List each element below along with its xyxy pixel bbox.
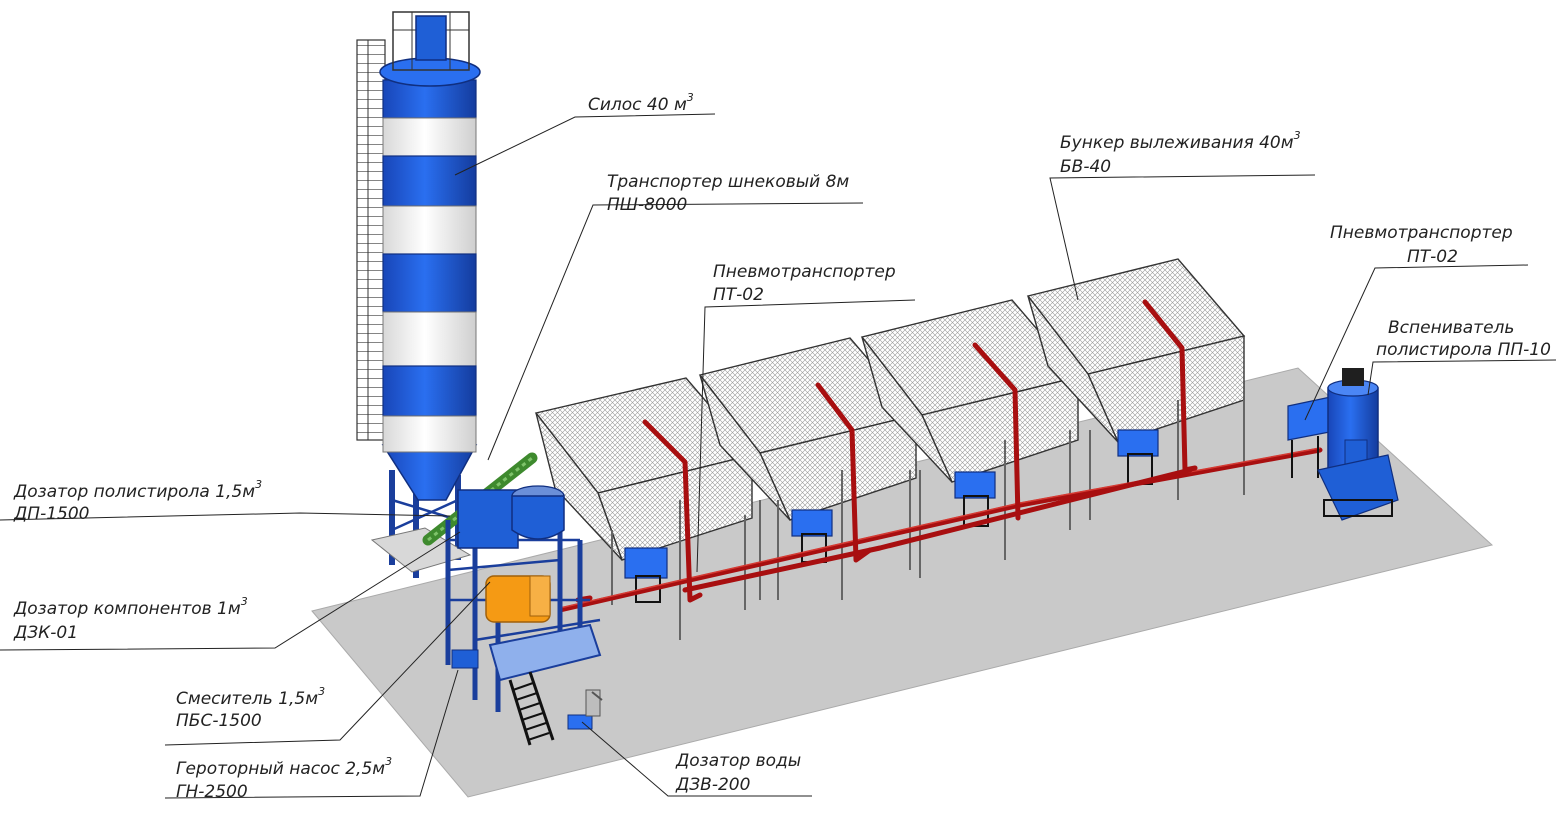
- label-auger-2: ПШ-8000: [607, 195, 687, 215]
- component-doser: [457, 489, 519, 549]
- bunker-3: [860, 299, 1080, 578]
- label-pump-2: ГН-2500: [176, 782, 248, 802]
- label-doser-ps-1: Дозатор полистирола 1,5м3: [13, 478, 262, 502]
- bunker-1-feeder: [624, 547, 668, 603]
- silo: [356, 11, 481, 578]
- label-pneumo-mid-2: ПТ-02: [713, 285, 764, 305]
- label-mixer-2: ПБС-1500: [176, 711, 262, 731]
- bunker-2: [698, 337, 918, 600]
- label-water-1: Дозатор воды: [675, 751, 801, 771]
- label-doser-comp-1: Дозатор компонентов 1м3: [13, 595, 248, 619]
- silo-top: [379, 57, 481, 87]
- mixing-station: [445, 485, 602, 746]
- label-pneumo-right-2: ПТ-02: [1407, 247, 1458, 267]
- label-foamer-1: Вспениватель: [1388, 318, 1514, 338]
- label-bunker-2: БВ-40: [1060, 157, 1111, 177]
- label-silo: Силос 40 м3: [588, 91, 694, 115]
- leader-lines: [0, 113, 1557, 799]
- label-foamer-2: полистирола ПП-10: [1376, 340, 1551, 360]
- label-bunker-1: Бункер вылеживания 40м3: [1060, 129, 1301, 153]
- polystyrene-doser: [511, 495, 565, 540]
- silo-filter: [415, 15, 447, 61]
- pneumatic-pipeline: [557, 299, 1323, 613]
- label-auger-1: Транспортер шнековый 8м: [607, 172, 849, 192]
- label-water-2: ДЗВ-200: [675, 775, 750, 795]
- label-pneumo-right-1: Пневмотранспортер: [1330, 223, 1513, 243]
- label-mixer-1: Смеситель 1,5м3: [176, 685, 325, 709]
- label-doser-comp-2: ДЗК-01: [13, 623, 78, 643]
- bunker-4: [1026, 258, 1246, 520]
- bunker-1: [534, 377, 761, 640]
- gerotor-pump: [451, 649, 479, 669]
- label-pump-1: Героторный насос 2,5м3: [176, 755, 392, 779]
- polystyrene-foamer: [1287, 368, 1399, 521]
- bunker-4-feeder: [1117, 429, 1159, 485]
- service-stairs: [508, 671, 555, 746]
- label-doser-ps-2: ДП-1500: [13, 504, 89, 524]
- label-pneumo-mid-1: Пневмотранспортер: [713, 262, 896, 282]
- silo-ladder: [356, 39, 386, 441]
